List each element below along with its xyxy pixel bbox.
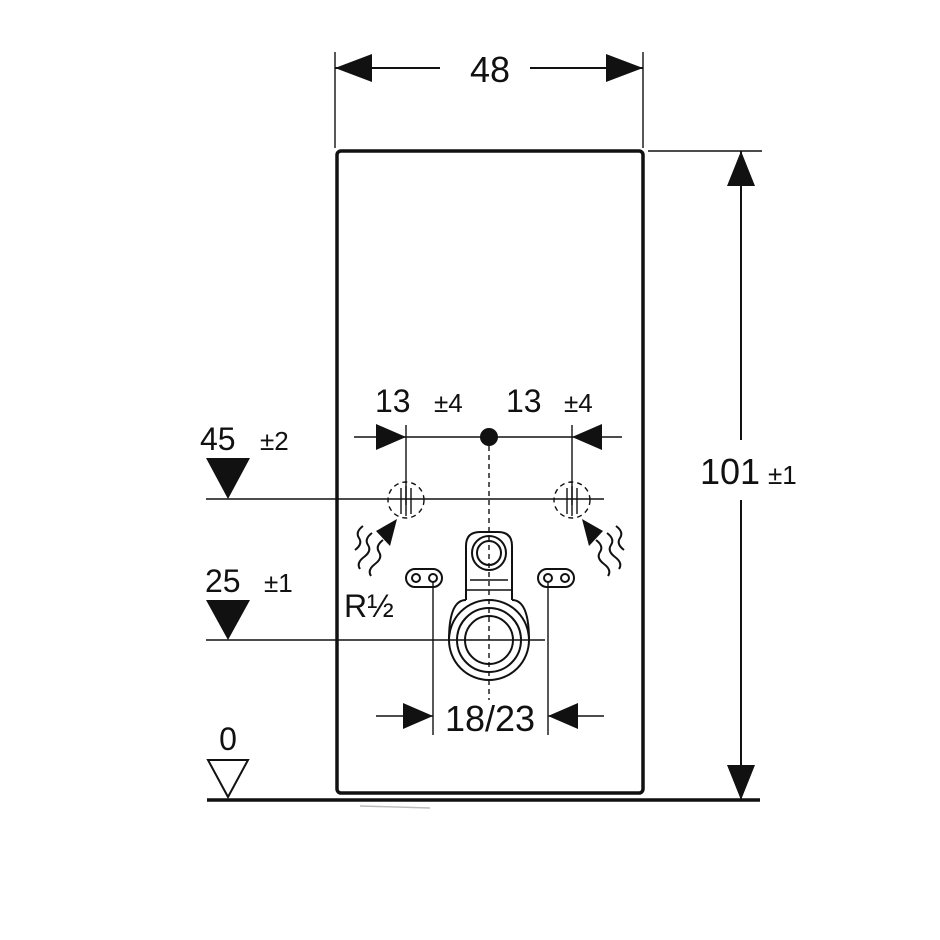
supply-height-marker: 45 ±2	[200, 421, 604, 500]
bolt-slot-left	[405, 568, 443, 588]
left-offset-label: 13	[375, 383, 411, 419]
width-label: 48	[470, 49, 510, 90]
bolt-spacing-dimension: 18/23	[376, 582, 604, 739]
panel-outline	[335, 149, 645, 795]
drain-height-tolerance: ±1	[264, 568, 293, 598]
water-inlet-right-icon	[582, 519, 625, 577]
drain-pipe	[448, 531, 530, 681]
drain-height-label: 25	[205, 563, 241, 599]
supply-connection-right	[553, 481, 591, 519]
floor-level-label: 0	[219, 721, 237, 757]
supply-height-label: 45	[200, 421, 236, 457]
bolt-slot-right	[537, 568, 575, 588]
center-point	[480, 428, 498, 446]
thread-label: R½	[344, 588, 394, 624]
height-dimension: 101 ±1	[648, 150, 797, 800]
left-offset-tolerance: ±4	[434, 388, 463, 418]
height-label: 101	[700, 451, 760, 492]
bolt-spacing-label: 18/23	[445, 698, 535, 739]
offset-dimension: 13 ±4 13 ±4	[354, 383, 622, 505]
floor-level-marker: 0	[206, 721, 250, 800]
supply-connection-left	[387, 481, 425, 519]
drain-height-marker: 25 ±1	[205, 563, 545, 641]
right-offset-label: 13	[506, 383, 542, 419]
right-offset-tolerance: ±4	[564, 388, 593, 418]
width-dimension: 48	[334, 49, 644, 148]
height-tolerance: ±1	[768, 460, 797, 490]
supply-height-tolerance: ±2	[260, 426, 289, 456]
water-inlet-left-icon	[354, 519, 397, 577]
